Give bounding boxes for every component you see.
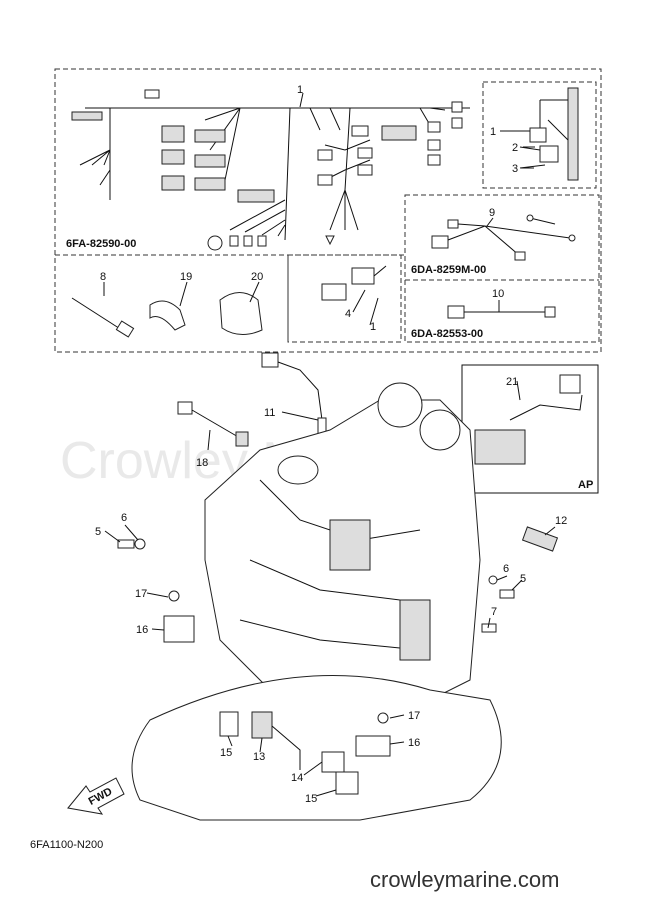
callout-5-right: 5 (520, 573, 526, 585)
callout-3: 3 (512, 163, 518, 175)
connector-4 (321, 265, 387, 301)
callout-5-left: 5 (95, 526, 101, 538)
callout-20: 20 (251, 271, 263, 283)
sensor-subassembly (500, 87, 579, 181)
bracket-16 (163, 590, 391, 757)
clamp-19 (149, 300, 186, 331)
engine-block (204, 382, 481, 706)
wire-harness-9 (431, 214, 576, 261)
callout-18: 18 (196, 457, 208, 469)
leader-lines (103, 92, 556, 797)
callout-9: 9 (489, 207, 495, 219)
part-code-harness: 6FA-82590-00 (66, 238, 136, 250)
callout-4: 4 (345, 308, 351, 320)
callout-16-left: 16 (136, 624, 148, 636)
callout-16-right: 16 (408, 737, 420, 749)
callout-1-connector: 1 (370, 321, 376, 333)
main-wire-harness (71, 89, 470, 251)
part-code-harness-c: 6DA-82553-00 (411, 328, 483, 340)
callout-1: 1 (297, 84, 303, 96)
wire-harness-frame (54, 68, 602, 353)
ap-box (461, 364, 599, 494)
callout-21: 21 (506, 376, 518, 388)
callout-1-sub: 1 (490, 126, 496, 138)
sensor-12 (521, 526, 559, 552)
callout-15-right: 15 (305, 793, 317, 805)
callout-6-right: 6 (503, 563, 509, 575)
diagram-code: 6FA1100-N200 (30, 839, 103, 851)
part-code-harness-b: 6DA-8259M-00 (411, 264, 486, 276)
callout-6-left: 6 (121, 512, 127, 524)
callout-15-left: 15 (220, 747, 232, 759)
grommet-15 (219, 711, 359, 795)
callout-17-left: 17 (135, 588, 147, 600)
callout-8: 8 (100, 271, 106, 283)
clamp-20 (219, 292, 263, 335)
switch-14 (321, 751, 345, 773)
callout-13: 13 (253, 751, 265, 763)
callout-14: 14 (291, 772, 303, 784)
site-name: crowleymarine.com (370, 867, 560, 892)
fwd-arrow: FWD (67, 777, 125, 815)
callout-11: 11 (264, 407, 275, 419)
callout-10: 10 (492, 288, 504, 300)
callout-2: 2 (512, 142, 518, 154)
cable-tie (71, 297, 135, 338)
sensor-18 (177, 401, 249, 447)
sensor-11 (261, 352, 327, 435)
switch-13 (251, 711, 301, 770)
bolts-and-washers (117, 538, 515, 633)
callout-12: 12 (555, 515, 567, 527)
callout-19: 19 (180, 271, 192, 283)
wire-harness-10 (447, 305, 556, 319)
ap-label: AP (578, 479, 593, 491)
callout-7: 7 (491, 606, 497, 618)
callout-17-right: 17 (408, 710, 420, 722)
